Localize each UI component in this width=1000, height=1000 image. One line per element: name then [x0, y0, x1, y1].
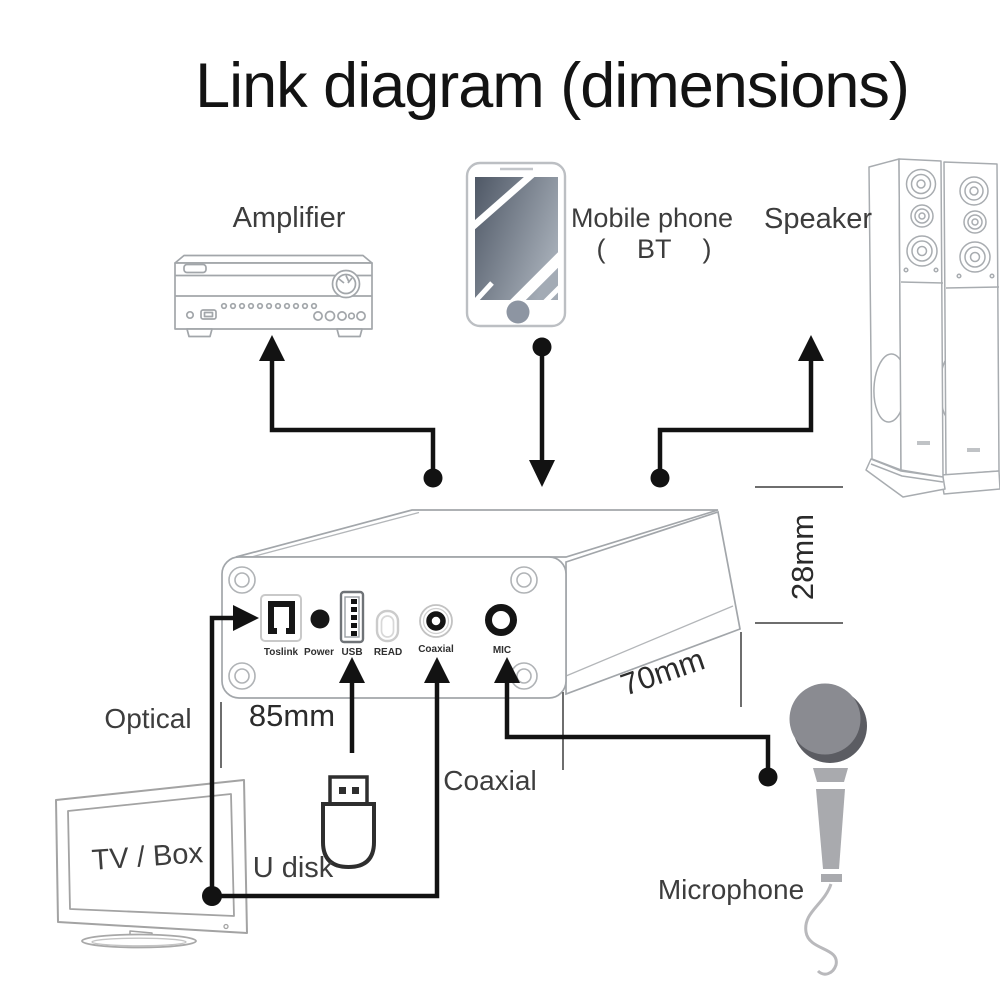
- phone-arrow-icon: [529, 460, 555, 487]
- tv-box-label: TV / Box: [91, 837, 205, 877]
- microphone-label: Microphone: [658, 874, 804, 905]
- width-dimension: 85mm: [249, 698, 335, 733]
- mic-arrow-icon: [494, 657, 520, 683]
- toslink-port-icon: [260, 594, 302, 642]
- amplifier-link-dot: [423, 468, 443, 488]
- speaker-label: Speaker: [764, 203, 872, 235]
- amplifier-arrow-icon: [259, 335, 285, 361]
- mic-port-label: MIC: [493, 645, 511, 656]
- u-disk-label: U disk: [253, 852, 334, 884]
- usb-arrow-icon: [339, 657, 365, 683]
- mic-link-dot: [758, 767, 778, 787]
- port-labels: Toslink Power USB READ Coaxial MIC: [264, 644, 511, 658]
- amplifier-label: Amplifier: [233, 202, 346, 234]
- speaker-link-dot: [650, 468, 670, 488]
- speaker-right-icon: [939, 161, 1000, 495]
- speaker-arrow-icon: [798, 335, 824, 361]
- speaker-left-icon: [865, 158, 946, 498]
- speaker-link-line: [657, 361, 814, 472]
- tv-box-icon: [55, 779, 248, 949]
- coaxial-port-icon: [419, 604, 453, 638]
- mobile-phone-icon: [465, 161, 567, 328]
- coaxial-arrow-icon: [424, 657, 450, 683]
- usb-port-label: USB: [341, 647, 362, 658]
- read-port-label: READ: [374, 647, 402, 658]
- power-port-label: Power: [304, 647, 334, 658]
- optical-link-line: [209, 615, 233, 896]
- amplifier-icon: [174, 254, 373, 338]
- phone-link-dot: [532, 337, 552, 357]
- converter-box: Toslink Power USB READ Coaxial MIC: [221, 509, 741, 699]
- optical-connection-label: Optical: [104, 703, 191, 734]
- mobile-phone-label: Mobile phone: [571, 203, 733, 233]
- usb-port-icon: [339, 590, 365, 644]
- mic-port-icon: [485, 604, 517, 636]
- connection-lines: [202, 335, 824, 906]
- mobile-phone-bt-label: ( BT ): [597, 234, 712, 264]
- amplifier-link-line: [269, 361, 436, 472]
- page-title: Link diagram (dimensions): [195, 51, 909, 121]
- coaxial-connection-label: Coaxial: [443, 765, 536, 796]
- u-disk-icon: [321, 775, 376, 870]
- speaker-pair-icon: [865, 158, 1000, 498]
- coaxial-port-label: Coaxial: [418, 644, 454, 655]
- tv-link-dot: [202, 886, 222, 906]
- height-dimension: 28mm: [785, 514, 820, 600]
- toslink-port-label: Toslink: [264, 647, 299, 658]
- read-slot-icon: [375, 609, 400, 643]
- corner-screws: [228, 566, 538, 690]
- mic-link-line: [504, 683, 771, 769]
- microphone-icon: [789, 683, 867, 976]
- optical-arrow-icon: [233, 605, 259, 631]
- coaxial-link-line: [212, 683, 440, 899]
- power-led-icon: [310, 609, 330, 629]
